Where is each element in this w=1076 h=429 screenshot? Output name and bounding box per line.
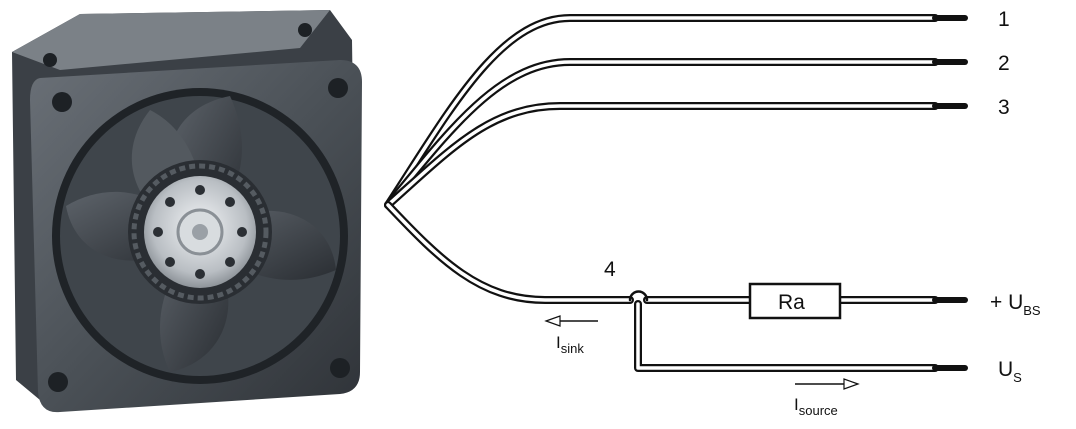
wire-3	[384, 102, 968, 209]
wire-4-label: 4	[604, 258, 616, 281]
signal-label: US	[998, 358, 1022, 385]
fan-illustration	[12, 10, 362, 413]
source-current-main: I	[794, 395, 799, 414]
fan-mount-holes	[43, 23, 350, 392]
mount-hole-icon	[43, 53, 57, 67]
wire-3-label: 3	[998, 96, 1010, 119]
resistor-box	[748, 282, 842, 320]
resistor-label: Ra	[778, 291, 805, 314]
wire-2-label: 2	[998, 52, 1010, 75]
signal-label-sub: S	[1013, 370, 1022, 385]
source-current-label: Isource	[794, 395, 838, 418]
mount-hole-icon	[48, 372, 68, 392]
signal-label-main: U	[998, 358, 1013, 381]
supply-label: + UBS	[990, 291, 1041, 318]
fan-hub-holes	[153, 185, 247, 279]
fan-axle	[192, 224, 208, 240]
supply-label-sub: BS	[1023, 303, 1041, 318]
sink-current-label: Isink	[556, 333, 584, 356]
wire-4	[384, 201, 968, 304]
supply-label-main: + U	[990, 291, 1023, 314]
fan-hub-ribs	[131, 163, 269, 301]
mount-hole-icon	[330, 358, 350, 378]
sink-current-main: I	[556, 333, 561, 352]
wire-crossover	[628, 290, 649, 302]
fan-frame-top	[12, 10, 330, 70]
wire-2	[384, 58, 968, 209]
wiring	[384, 14, 968, 372]
mount-hole-icon	[328, 78, 348, 98]
wire-us-branch	[634, 300, 968, 372]
sink-current-sub: sink	[561, 341, 585, 356]
mount-hole-icon	[52, 92, 72, 112]
source-arrow	[795, 378, 860, 390]
source-current-sub: source	[799, 403, 838, 418]
wire-1	[384, 14, 968, 209]
wire-1-label: 1	[998, 8, 1010, 31]
mount-hole-icon	[298, 23, 312, 37]
sink-arrow	[544, 315, 598, 327]
